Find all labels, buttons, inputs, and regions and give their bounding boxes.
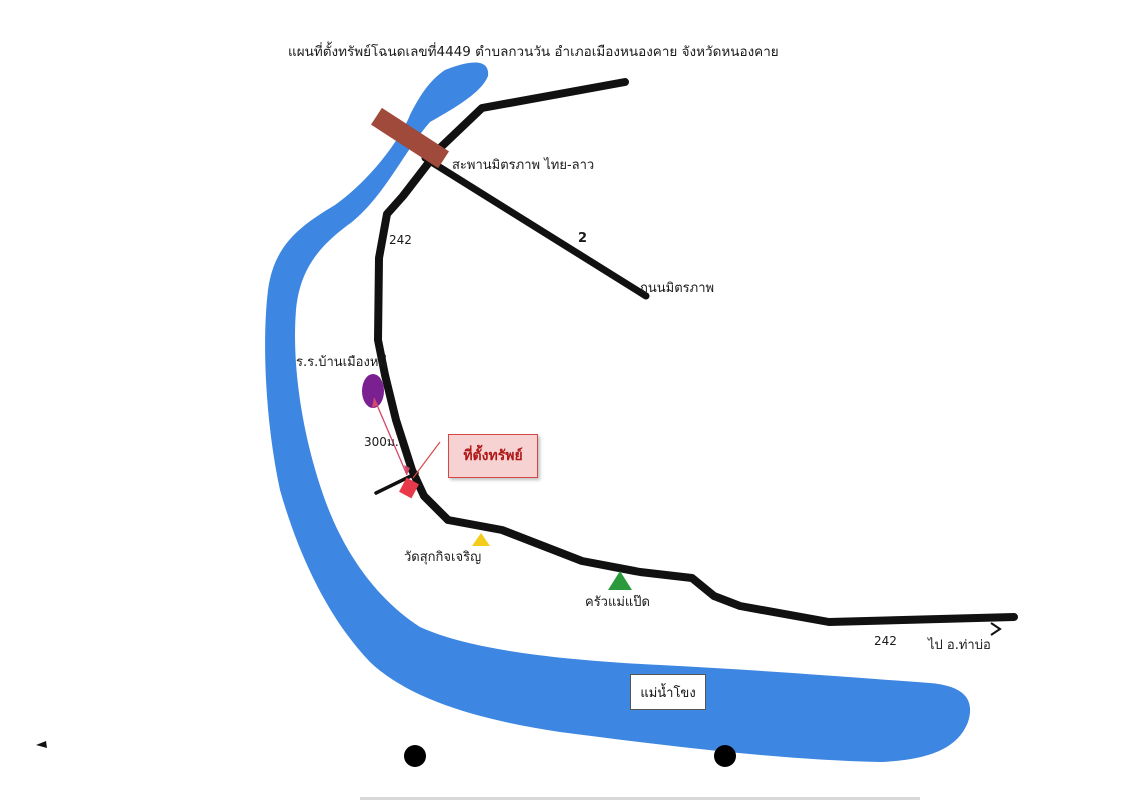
arrow-right-icon (990, 622, 1002, 636)
bridge-label: สะพานมิตรภาพ ไทย-ลาว (452, 158, 595, 173)
property-side-road (374, 471, 419, 495)
school-marker (362, 374, 384, 408)
scan-edge (360, 797, 920, 800)
river-label-box: แม่น้ำโขง (630, 674, 706, 710)
restaurant-marker (608, 571, 632, 590)
river-label: แม่น้ำโขง (640, 685, 696, 701)
friendship-bridge (371, 107, 449, 169)
property-label: ที่ตั้งทรัพย์ (463, 448, 523, 464)
punch-hole-left (404, 745, 426, 767)
punch-hole-right (714, 745, 736, 767)
distance-label: 300ม. (364, 435, 399, 449)
callout-leader (412, 441, 441, 479)
distance-arrow-start (372, 398, 378, 408)
mekong-river (265, 62, 971, 763)
distance-arrow-end (404, 465, 410, 475)
to-thabo-label: ไป อ.ท่าบ่อ (928, 638, 991, 653)
map-title: แผนที่ตั้งทรัพย์โฉนดเลขที่4449 ตำบลกวนวั… (288, 44, 779, 60)
road-242-label-north: 242 (389, 233, 412, 247)
scan-speck (36, 741, 47, 748)
road-2-label: 2 (578, 231, 588, 246)
property-callout: ที่ตั้งทรัพย์ (448, 434, 538, 478)
wat-label: วัดสุกกิจเจริญ (404, 550, 482, 565)
road-242-label-south: 242 (874, 634, 897, 648)
wat-marker (472, 533, 490, 546)
school-label: ร.ร.บ้านเมืองหมี (296, 355, 387, 370)
restaurant-label: ครัวแม่แป๊ด (585, 595, 650, 610)
distance-line (373, 397, 408, 476)
property-marker (399, 477, 419, 499)
road-242 (374, 78, 1018, 626)
mittraphap-road-label: ถนนมิตรภาพ (640, 281, 715, 296)
road-2 (421, 154, 650, 300)
